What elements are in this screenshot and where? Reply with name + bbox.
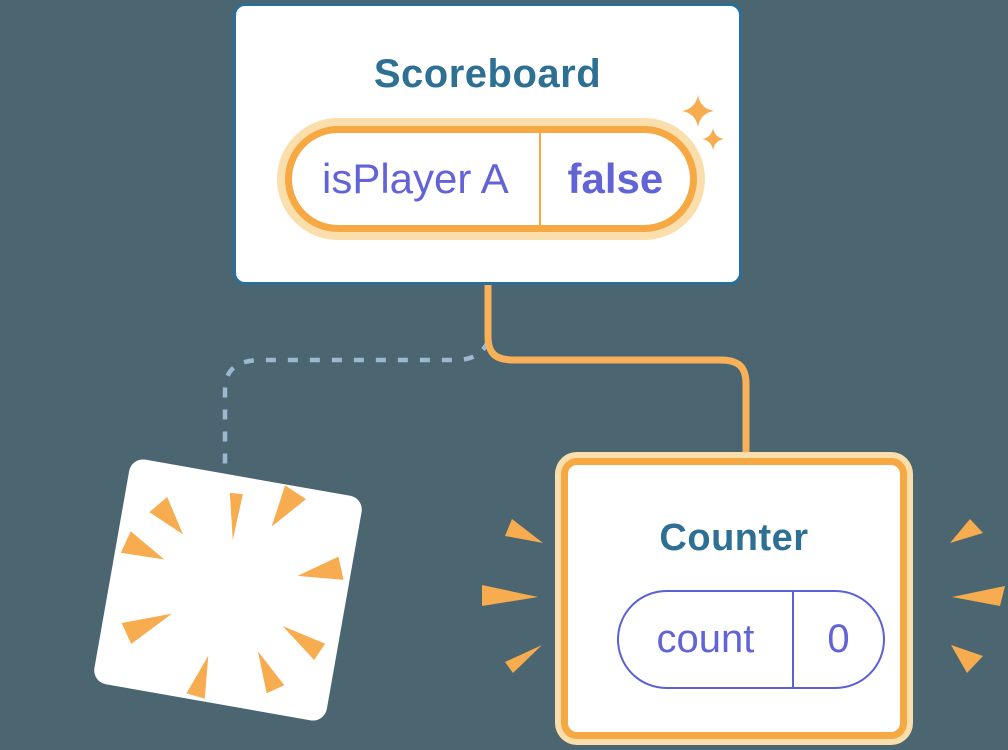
ray-icon [505, 645, 542, 673]
scoreboard-component-card: Scoreboard isPlayer A false [233, 3, 742, 285]
state-name: isPlayer A [322, 155, 509, 202]
state-value: false [538, 133, 690, 225]
ray-icon [952, 586, 1005, 606]
destroyed-component-card [91, 457, 365, 723]
ray-icon [482, 585, 538, 606]
ray-icon [950, 519, 983, 543]
state-pill-isplayera: isPlayer A false [285, 126, 697, 232]
emphasis-rays-right [950, 519, 1005, 673]
poof-burst-icon [120, 485, 344, 699]
sparkles-icon [682, 95, 725, 151]
connector-solid-line [484, 284, 750, 458]
connector-dashed-line [222, 340, 491, 468]
ray-icon [505, 519, 543, 543]
state-pill-count: count 0 [617, 590, 885, 689]
ray-icon [951, 645, 983, 673]
state-name: count [656, 617, 755, 661]
counter-component-card: Counter count 0 [561, 458, 907, 739]
state-value: 0 [791, 592, 883, 687]
component-title: Scoreboard [373, 52, 602, 96]
component-title: Counter [659, 517, 809, 559]
emphasis-rays-left [482, 519, 543, 673]
